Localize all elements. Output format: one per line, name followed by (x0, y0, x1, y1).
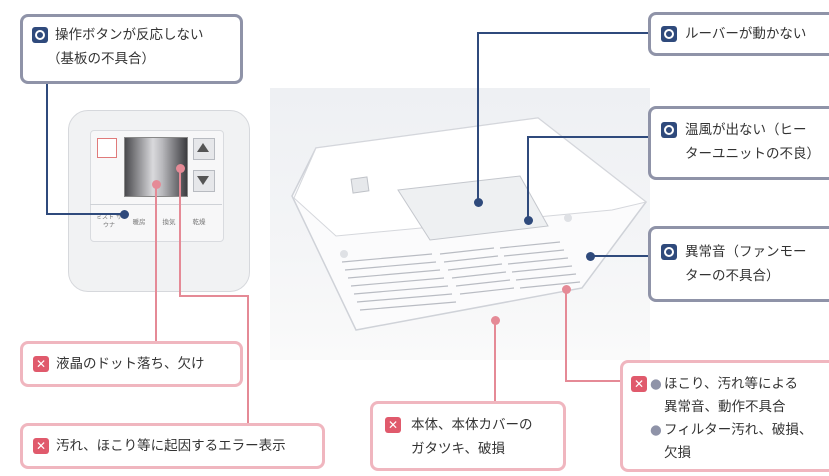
callout-text: ほこり、汚れ等による (664, 376, 799, 392)
callout-text: 操作ボタンが反応しない (55, 27, 204, 43)
callout-fan-noise: 異常音（ファンモー ターの不具合） (648, 226, 829, 302)
callout-text: 異常音（ファンモー (685, 244, 807, 260)
circle-ok-icon (32, 27, 48, 43)
down-arrow-icon (197, 176, 209, 185)
dot-lcd (152, 180, 161, 189)
dot-button (120, 210, 129, 219)
callout-text: 汚れ、ほこり等に起因するエラー表示 (56, 438, 286, 454)
callout-text: 異常音、動作不具合 (664, 399, 786, 415)
callout-lcd-dots: ✕ 液晶のドット落ち、欠け (20, 341, 243, 387)
callout-dust-filter: ✕ ● ほこり、汚れ等による 異常音、動作不具合 ● フィルター汚れ、破損、 欠… (620, 360, 829, 472)
cross-ng-icon: ✕ (631, 376, 647, 392)
circle-ok-icon (661, 244, 677, 260)
bullet-icon: ● (650, 376, 662, 392)
cross-ng-icon: ✕ (33, 438, 49, 454)
callout-button-unresponsive: 操作ボタンが反応しない （基板の不具合） (20, 14, 243, 84)
dot-body-cover (491, 316, 500, 325)
cross-ng-icon: ✕ (385, 417, 401, 433)
remote-button-ventilation[interactable]: 換気 (162, 218, 176, 226)
callout-text: ターの不具合） (685, 268, 780, 284)
callout-text: 液晶のドット落ち、欠け (56, 356, 205, 372)
remote-button-heating[interactable]: 暖房 (132, 218, 146, 226)
dot-warm-air (524, 216, 533, 225)
callout-text: 温風が出ない（ヒー (685, 122, 807, 138)
dot-louver (474, 198, 483, 207)
callout-louver: ルーバーが動かない (648, 12, 829, 56)
cross-ng-icon: ✕ (33, 356, 49, 372)
callout-text: フィルター汚れ、破損、 (664, 422, 813, 438)
remote-red-square (97, 138, 117, 158)
callout-error-display: ✕ 汚れ、ほこり等に起因するエラー表示 (20, 423, 325, 469)
up-arrow-icon (197, 143, 209, 152)
remote-button-mist-sauna[interactable]: ミスト サウナ (96, 214, 122, 229)
circle-ok-icon (661, 26, 677, 42)
remote-button-drying[interactable]: 乾燥 (192, 218, 206, 226)
callout-text: ターユニットの不良） (685, 146, 820, 162)
dot-noise (586, 252, 595, 261)
callout-text: ガタツキ、破損 (411, 441, 505, 457)
callout-text: ルーバーが動かない (685, 26, 807, 42)
dot-dust (562, 285, 571, 294)
bullet-icon: ● (650, 422, 662, 438)
circle-ok-icon (661, 122, 677, 138)
callout-text: 欠損 (664, 445, 691, 461)
callout-text: （基板の不具合） (47, 51, 155, 67)
callout-text: 本体、本体カバーの (411, 417, 533, 433)
callout-warm-air: 温風が出ない（ヒー ターユニットの不良） (648, 106, 829, 180)
dot-error (176, 164, 185, 173)
callout-body-cover: ✕ 本体、本体カバーの ガタツキ、破損 (370, 401, 566, 471)
